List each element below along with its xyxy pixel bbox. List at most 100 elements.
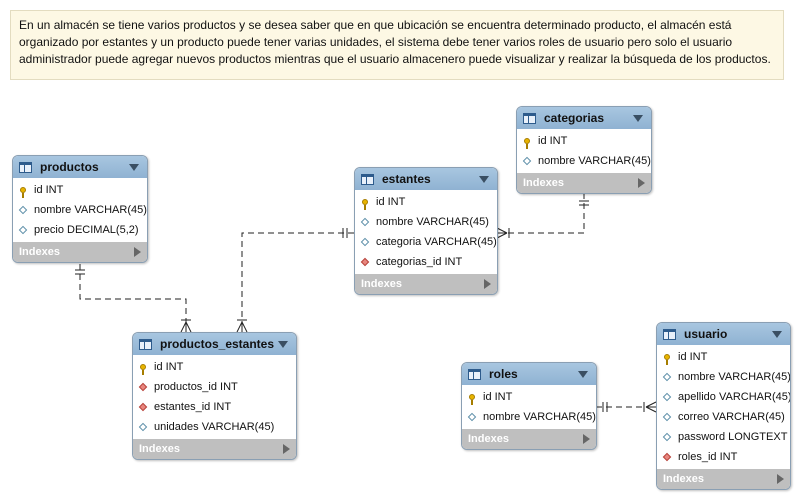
chevron-down-icon[interactable] — [129, 163, 139, 171]
table-icon — [139, 338, 152, 350]
column-row[interactable]: categoria VARCHAR(45) — [355, 232, 497, 252]
indexes-label: Indexes — [361, 278, 402, 290]
indexes-section[interactable]: Indexes — [517, 173, 651, 193]
column-icon — [360, 237, 370, 247]
table-usuario[interactable]: usuario id INT nombre VARCHAR(45)apellido… — [656, 322, 791, 490]
table-title: productos — [40, 160, 99, 174]
indexes-label: Indexes — [19, 246, 60, 258]
indexes-section[interactable]: Indexes — [133, 439, 296, 459]
table-header-categorias[interactable]: categorias — [517, 107, 651, 129]
column-row[interactable]: correo VARCHAR(45) — [657, 407, 790, 427]
primary-key-icon — [662, 352, 672, 365]
primary-key-icon — [467, 392, 477, 405]
table-title: estantes — [382, 172, 431, 186]
column-list: id INT nombre VARCHAR(45) categoria VARCHA… — [355, 190, 497, 274]
column-row[interactable]: id INT — [355, 192, 497, 212]
chevron-right-icon[interactable] — [134, 247, 141, 257]
rel-productos-productos-estantes[interactable] — [75, 264, 192, 333]
note-line-2: organizado por estantes y un producto pu… — [19, 35, 733, 49]
chevron-down-icon[interactable] — [578, 370, 588, 378]
column-row[interactable]: id INT — [517, 131, 651, 151]
table-icon — [523, 112, 536, 124]
column-row[interactable]: id INT — [657, 347, 790, 367]
chevron-right-icon[interactable] — [777, 474, 784, 484]
table-productos[interactable]: productos id INT nombre VARCHAR(45) precio… — [12, 155, 148, 263]
column-label: unidades VARCHAR(45) — [154, 421, 275, 433]
foreign-key-icon — [138, 402, 148, 412]
table-title: productos_estantes — [160, 337, 275, 351]
table-header-usuario[interactable]: usuario — [657, 323, 790, 345]
foreign-key-icon — [360, 257, 370, 267]
column-icon — [467, 412, 477, 422]
column-row[interactable]: nombre VARCHAR(45) — [517, 151, 651, 171]
column-row[interactable]: nombre VARCHAR(45) — [462, 407, 596, 427]
chevron-right-icon[interactable] — [583, 434, 590, 444]
note-line-3: administrador puede agregar nuevos produ… — [19, 52, 771, 66]
table-header-productos-estantes[interactable]: productos_estantes — [133, 333, 296, 355]
column-label: nombre VARCHAR(45) — [376, 216, 489, 228]
table-header-estantes[interactable]: estantes — [355, 168, 497, 190]
column-row[interactable]: unidades VARCHAR(45) — [133, 417, 296, 437]
column-row[interactable]: precio DECIMAL(5,2) — [13, 220, 147, 240]
column-list: id INT nombre VARCHAR(45)apellido VARCHAR… — [657, 345, 790, 469]
column-label: correo VARCHAR(45) — [678, 411, 785, 423]
chevron-right-icon[interactable] — [283, 444, 290, 454]
column-row[interactable]: nombre VARCHAR(45) — [355, 212, 497, 232]
column-row[interactable]: productos_id INT — [133, 377, 296, 397]
indexes-label: Indexes — [523, 177, 564, 189]
rel-roles-usuario[interactable] — [596, 401, 657, 413]
column-label: precio DECIMAL(5,2) — [34, 224, 139, 236]
chevron-right-icon[interactable] — [484, 279, 491, 289]
column-list: id INT nombre VARCHAR(45) precio DECIMAL(5… — [13, 178, 147, 242]
indexes-section[interactable]: Indexes — [657, 469, 790, 489]
column-row[interactable]: id INT — [13, 180, 147, 200]
chevron-down-icon[interactable] — [772, 330, 782, 338]
rel-categorias-estantes[interactable] — [496, 193, 589, 239]
indexes-section[interactable]: Indexes — [13, 242, 147, 262]
table-header-productos[interactable]: productos — [13, 156, 147, 178]
indexes-label: Indexes — [663, 473, 704, 485]
column-label: id INT — [154, 361, 184, 373]
table-icon — [361, 173, 374, 185]
column-row[interactable]: nombre VARCHAR(45) — [13, 200, 147, 220]
column-row[interactable]: id INT — [133, 357, 296, 377]
indexes-section[interactable]: Indexes — [462, 429, 596, 449]
primary-key-icon — [138, 362, 148, 375]
column-row[interactable]: apellido VARCHAR(45) — [657, 387, 790, 407]
column-icon — [18, 225, 28, 235]
column-row[interactable]: id INT — [462, 387, 596, 407]
column-label: id INT — [678, 351, 708, 363]
table-header-roles[interactable]: roles — [462, 363, 596, 385]
table-title: usuario — [684, 327, 728, 341]
column-label: id INT — [34, 184, 64, 196]
rel-estantes-productos-estantes[interactable] — [236, 228, 354, 333]
table-icon — [19, 161, 32, 173]
chevron-down-icon[interactable] — [633, 114, 643, 122]
table-icon — [663, 328, 676, 340]
table-title: categorias — [544, 111, 605, 125]
table-title: roles — [489, 367, 518, 381]
column-icon — [138, 422, 148, 432]
chevron-right-icon[interactable] — [638, 178, 645, 188]
indexes-label: Indexes — [139, 443, 180, 455]
column-row[interactable]: nombre VARCHAR(45) — [657, 367, 790, 387]
column-row[interactable]: categorias_id INT — [355, 252, 497, 272]
primary-key-icon — [522, 136, 532, 149]
note-line-1: En un almacén se tiene varios productos … — [19, 18, 732, 32]
indexes-section[interactable]: Indexes — [355, 274, 497, 294]
chevron-down-icon[interactable] — [479, 175, 489, 183]
table-estantes[interactable]: estantes id INT nombre VARCHAR(45) categor… — [354, 167, 498, 295]
chevron-down-icon[interactable] — [278, 340, 288, 348]
column-row[interactable]: password LONGTEXT — [657, 427, 790, 447]
table-productos-estantes[interactable]: productos_estantes id INT productos_id IN… — [132, 332, 297, 460]
column-label: categorias_id INT — [376, 256, 463, 268]
column-row[interactable]: roles_id INT — [657, 447, 790, 467]
primary-key-icon — [360, 197, 370, 210]
column-row[interactable]: estantes_id INT — [133, 397, 296, 417]
